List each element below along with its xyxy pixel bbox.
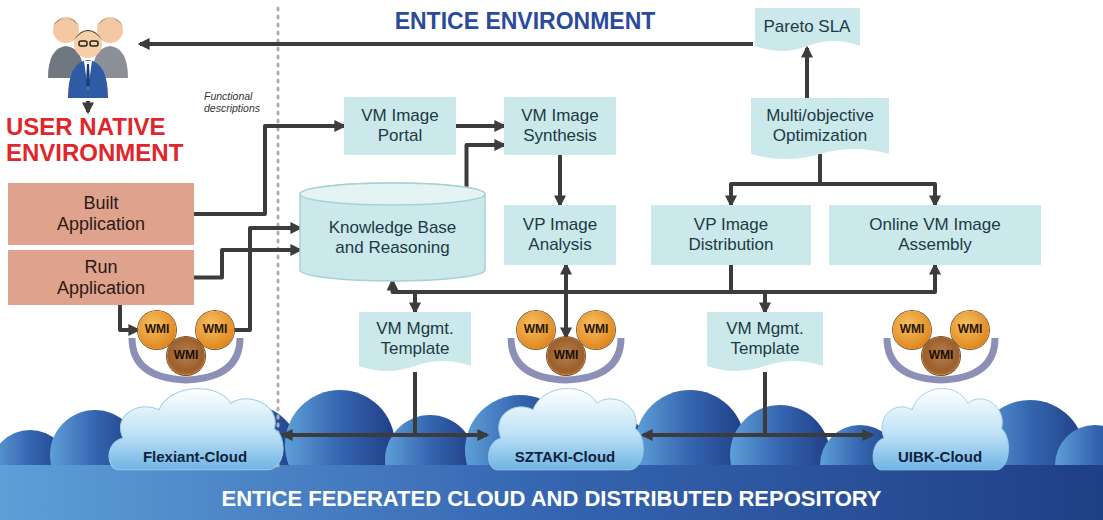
text-block: Built Application <box>41 193 161 234</box>
connector-arrow <box>120 305 138 330</box>
connector-arrow <box>467 145 505 188</box>
connector-arrow <box>234 228 300 330</box>
node-text: VM Image Synthesis <box>512 106 608 145</box>
node-text: Multi/objective Optimization <box>759 106 881 145</box>
text-block: VM Mgmt. Template <box>367 319 463 358</box>
text-block: WMI <box>584 323 609 337</box>
node-text: WMI <box>584 323 609 337</box>
connector-arrow <box>283 433 487 437</box>
node-text: Flexiant-Cloud <box>143 448 247 465</box>
node-text: Online VM Image Assembly <box>837 215 1033 254</box>
text-block: WMI <box>958 323 983 337</box>
connector-arrow <box>731 265 935 292</box>
cloud-shape: Flexiant-Cloud <box>105 378 285 473</box>
connector-arrow <box>643 433 872 437</box>
node-text: WMI <box>203 323 228 337</box>
annotation-note: Functional descriptions <box>204 90 266 114</box>
node-text: VP Image Distribution <box>659 215 803 254</box>
text-block: WMI <box>174 349 199 363</box>
process-box: VM Image Synthesis <box>504 97 616 155</box>
node-text: WMI <box>145 323 170 337</box>
divider-line <box>277 8 280 470</box>
connector-arrow <box>558 155 562 205</box>
process-box: VP Image Distribution <box>651 205 811 265</box>
band-label: ENTICE FEDERATED CLOUD AND DISTRIBUTED R… <box>0 486 1103 512</box>
text-block: VP Image Analysis <box>512 215 608 254</box>
database-cylinder: Knowledge Base and Reasoning <box>300 183 485 281</box>
diagram-title: ENTICE ENVIRONMENT <box>300 8 750 35</box>
node-text: VM Image Portal <box>352 106 448 145</box>
connector-arrow <box>456 124 504 128</box>
text-block: WMI <box>900 323 925 337</box>
app-box: Run Application <box>8 250 194 305</box>
node-text: WMI <box>929 349 954 363</box>
text-block: VM Image Synthesis <box>512 106 608 145</box>
node-text: WMI <box>958 323 983 337</box>
node-text: WMI <box>174 349 199 363</box>
wmi-trays <box>132 338 995 380</box>
document-shape: VM Mgmt. Template <box>359 312 471 374</box>
connector-arrow <box>731 265 765 312</box>
app-box: Built Application <box>8 183 194 245</box>
text-block: UIBK-Cloud <box>898 448 982 465</box>
text-block: VM Image Portal <box>352 106 448 145</box>
text-block: VP Image Distribution <box>659 215 803 254</box>
connector-arrow <box>731 154 820 205</box>
text-block: WMI <box>524 323 549 337</box>
text-block: SZTAKI-Cloud <box>515 448 616 465</box>
text-block: Multi/objective Optimization <box>759 106 881 145</box>
node-text: Pareto SLA <box>764 17 851 37</box>
node-text: Run Application <box>41 257 161 298</box>
text-block: Flexiant-Cloud <box>143 448 247 465</box>
process-box: Online VM Image Assembly <box>829 205 1041 265</box>
cloud-shape: UIBK-Cloud <box>870 378 1010 473</box>
text-block: WMI <box>203 323 228 337</box>
text-block: Pareto SLA <box>764 17 851 37</box>
connector-arrow <box>820 154 935 205</box>
wmi-circle: WMI <box>547 337 585 375</box>
users-icon <box>48 17 128 98</box>
wmi-circle: WMI <box>922 337 960 375</box>
text-block: WMI <box>145 323 170 337</box>
user-arrow <box>86 101 90 112</box>
document-shape: Pareto SLA <box>755 8 860 54</box>
document-shape: VM Mgmt. Template <box>707 312 823 374</box>
text-block: WMI <box>929 349 954 363</box>
connector-arrow <box>805 48 809 98</box>
text-block: Knowledge Base and Reasoning <box>313 218 473 257</box>
node-text: WMI <box>524 323 549 337</box>
node-text: VM Mgmt. Template <box>367 319 463 358</box>
wmi-circle: WMI <box>951 311 989 349</box>
connector-arrow <box>564 265 568 337</box>
connector-arrow <box>194 250 300 278</box>
text-block: VM Mgmt. Template <box>715 319 815 358</box>
node-text: UIBK-Cloud <box>898 448 982 465</box>
section-heading: USER NATIVE ENVIRONMENT <box>6 114 211 166</box>
cloud-shape: SZTAKI-Cloud <box>485 378 645 473</box>
node-text: Built Application <box>41 193 161 234</box>
node-text: VM Mgmt. Template <box>715 319 815 358</box>
text-block: WMI <box>554 349 579 363</box>
text-block: Online VM Image Assembly <box>837 215 1033 254</box>
wmi-circle: WMI <box>577 311 615 349</box>
node-text: WMI <box>554 349 579 363</box>
node-text: SZTAKI-Cloud <box>515 448 616 465</box>
process-box: VP Image Analysis <box>504 205 616 265</box>
node-text: VP Image Analysis <box>512 215 608 254</box>
wmi-circle: WMI <box>517 311 555 349</box>
document-shape: Multi/objective Optimization <box>751 98 889 162</box>
node-text: WMI <box>900 323 925 337</box>
sla-to-user-arrow <box>140 42 753 46</box>
text-block: Run Application <box>41 257 161 298</box>
node-text: Knowledge Base and Reasoning <box>313 218 473 257</box>
wmi-circle: WMI <box>167 337 205 375</box>
process-box: VM Image Portal <box>344 97 456 155</box>
wmi-circle: WMI <box>196 311 234 349</box>
